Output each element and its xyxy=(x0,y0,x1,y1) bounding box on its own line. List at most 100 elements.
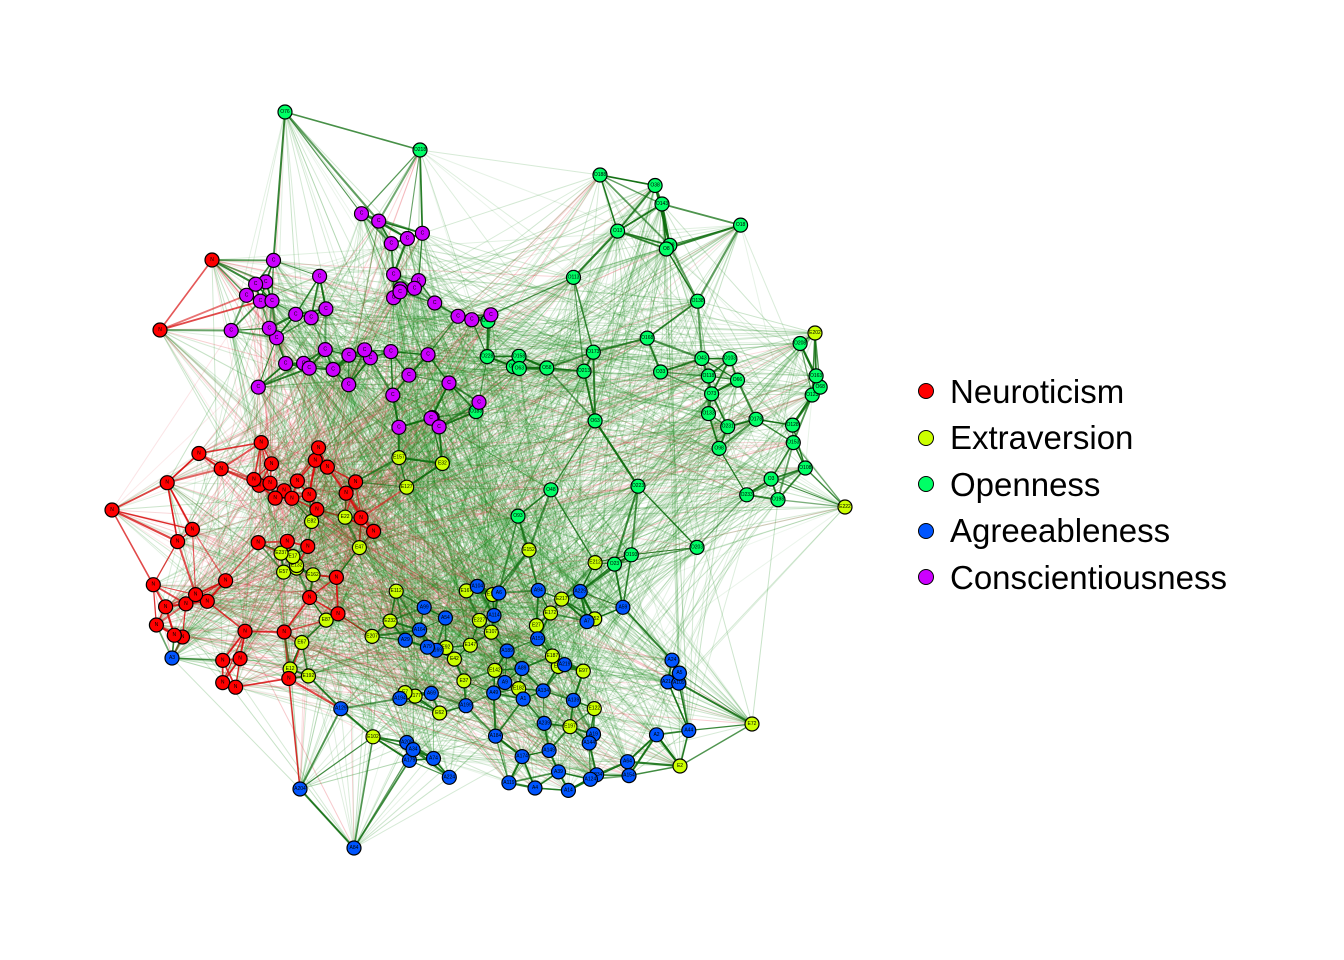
edge-negative xyxy=(174,634,495,671)
node-A2: A2 xyxy=(648,727,665,743)
node-label: E47 xyxy=(355,545,364,551)
node-A219: A219 xyxy=(556,656,573,673)
edge-positive xyxy=(222,682,569,791)
node-label: C xyxy=(489,312,493,318)
node-A34: A34 xyxy=(405,741,421,758)
edge-positive xyxy=(430,418,591,780)
node-label: A134 xyxy=(537,688,549,694)
node-C: C xyxy=(471,394,487,410)
node-A3: A3 xyxy=(164,650,180,666)
node-N: N xyxy=(319,459,335,475)
node-A5: A5 xyxy=(671,665,688,681)
node-N: N xyxy=(145,577,161,593)
node-E172: E172 xyxy=(542,605,559,621)
node-label: N xyxy=(344,490,348,496)
edge-positive xyxy=(192,528,374,532)
edge-positive xyxy=(325,297,394,310)
edge-positive xyxy=(427,354,639,487)
node-A154: A154 xyxy=(621,767,637,784)
node-label: A114 xyxy=(488,613,500,619)
node-N: N xyxy=(328,569,344,586)
edge-positive xyxy=(442,393,712,464)
edge-positive xyxy=(285,363,709,377)
edge-positive xyxy=(445,230,619,648)
node-label: A144 xyxy=(583,740,595,746)
edge-positive xyxy=(406,486,506,683)
edge-positive xyxy=(392,394,747,496)
edge-positive xyxy=(395,590,559,773)
node-C: C xyxy=(450,308,466,324)
edge-negative xyxy=(373,485,639,532)
edge-positive xyxy=(422,232,648,339)
edge-positive xyxy=(414,351,594,697)
edge-positive xyxy=(567,358,731,791)
node-A6: A6 xyxy=(491,585,507,601)
edge-negative xyxy=(211,259,772,480)
node-label: N xyxy=(336,611,340,617)
edge-positive xyxy=(265,281,520,369)
node-label: C xyxy=(426,352,430,358)
node-label: O223 xyxy=(632,483,644,489)
edge-positive xyxy=(307,291,401,547)
edge-positive xyxy=(406,238,492,633)
edge-positive xyxy=(593,231,619,735)
node-A99: A99 xyxy=(416,599,432,615)
node-label: A99 xyxy=(420,604,429,610)
node-label: N xyxy=(307,492,311,498)
node-label: C xyxy=(318,273,322,279)
node-label: A104 xyxy=(471,583,483,589)
edge-positive xyxy=(390,243,615,565)
edge-positive xyxy=(498,478,772,594)
edge-positive xyxy=(453,658,496,737)
node-A4: A4 xyxy=(527,780,543,796)
node-label: E87 xyxy=(322,617,331,623)
node-label: A84 xyxy=(350,845,359,851)
node-N: N xyxy=(281,670,297,687)
edge-positive xyxy=(311,317,772,480)
edge-positive xyxy=(292,417,433,557)
node-label: A194 xyxy=(394,696,406,702)
edge-positive xyxy=(311,337,648,522)
edge-positive xyxy=(111,497,276,511)
node-E147: E147 xyxy=(462,637,478,653)
edge-positive xyxy=(271,291,401,302)
node-label: E112 xyxy=(391,588,403,594)
node-E2: E2 xyxy=(672,758,688,774)
edge-positive xyxy=(360,517,559,773)
node-N: N xyxy=(218,573,234,589)
edge-positive xyxy=(399,638,538,699)
node-label: O13 xyxy=(613,228,623,234)
edge-negative xyxy=(337,613,432,694)
edge-positive xyxy=(312,493,347,575)
node-label: C xyxy=(363,347,367,353)
node-label: C xyxy=(433,300,437,306)
node-N: N xyxy=(301,487,317,503)
node-A7: A7 xyxy=(579,613,595,630)
node-label: N xyxy=(205,598,209,604)
node-A239: A239 xyxy=(536,715,552,732)
edge-positive xyxy=(395,382,450,592)
node-label: N xyxy=(164,604,168,610)
node-label: A64 xyxy=(623,759,632,765)
legend-label-extraversion: Extraversion xyxy=(950,419,1134,457)
edge-positive xyxy=(259,300,681,767)
node-O38: O38 xyxy=(647,177,663,194)
node-label: E37 xyxy=(459,678,468,684)
edge-positive xyxy=(404,351,594,641)
edge-positive xyxy=(433,664,565,759)
node-label: A29 xyxy=(401,637,410,643)
edge-positive xyxy=(290,646,428,670)
edge-positive xyxy=(260,442,574,701)
edge-positive xyxy=(337,613,406,693)
edge-positive xyxy=(359,547,571,728)
node-O66: O66 xyxy=(729,372,746,388)
node-label: A14 xyxy=(564,787,573,793)
edge-positive xyxy=(211,259,273,464)
node-E102: E102 xyxy=(365,729,381,745)
node-label: O113 xyxy=(568,274,580,280)
edge-positive xyxy=(418,280,552,491)
edge-positive xyxy=(291,497,519,689)
edge-positive xyxy=(508,547,698,784)
edge-positive xyxy=(325,308,447,648)
node-E217: E217 xyxy=(554,591,570,607)
